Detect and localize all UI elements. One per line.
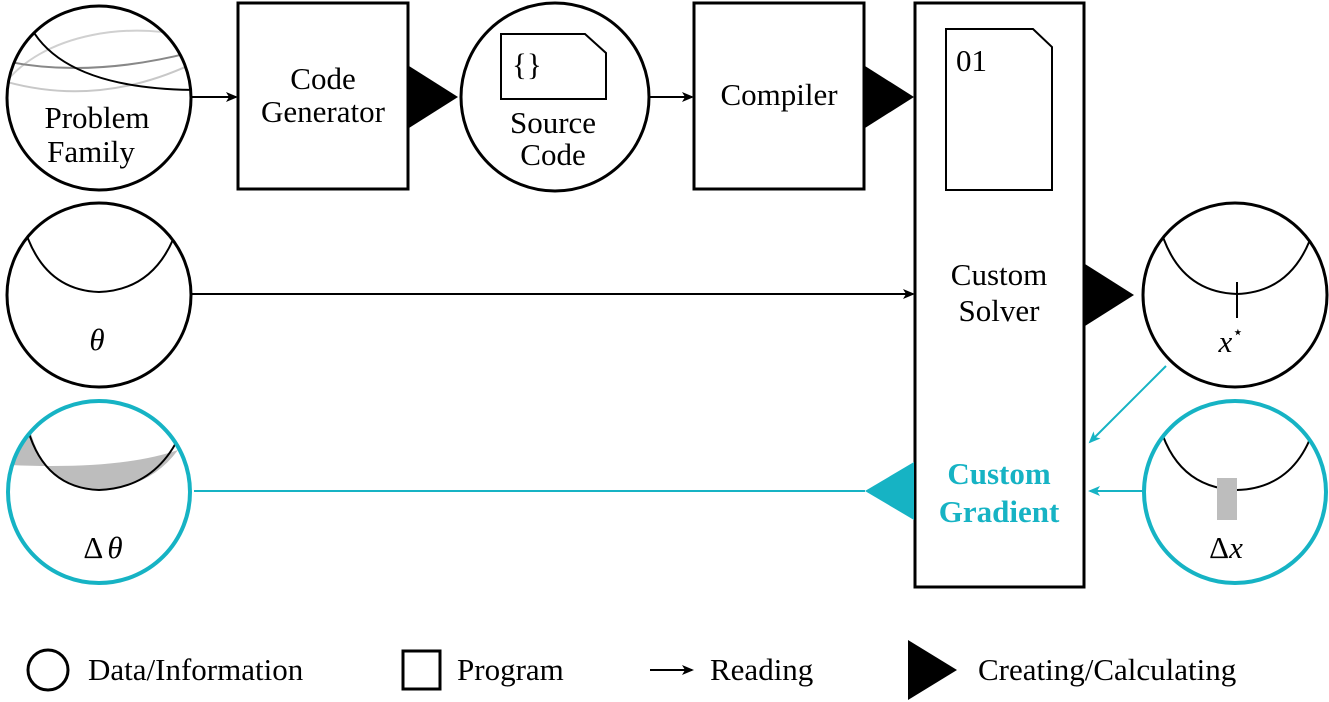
custom-gradient-label-line2: Gradient	[939, 494, 1060, 529]
binary-file-icon	[945, 28, 1053, 191]
source-code-label-line1: Source	[510, 105, 596, 140]
source-file-icon	[500, 33, 607, 100]
custom-solver-label-line1: Custom	[951, 257, 1047, 292]
code-generator-node: Code Generator	[236, 1, 410, 191]
code-generator-label-line2: Generator	[261, 94, 386, 129]
problem-family-label-line2: Family	[47, 134, 135, 169]
legend-data-label: Data/Information	[88, 652, 304, 687]
legend-program-label: Program	[457, 652, 564, 687]
legend-creating-icon	[908, 640, 957, 700]
source-code-label-line2: Code	[520, 137, 585, 172]
legend: Data/Information Program Reading Creatin…	[26, 640, 1236, 700]
creating-triangle-generator-to-source	[409, 66, 458, 128]
code-generator-label-line1: Code	[290, 61, 355, 96]
theta-node: θ	[5, 201, 193, 389]
creating-triangle-compiler-to-solver	[865, 66, 914, 128]
legend-reading-label: Reading	[710, 652, 813, 687]
x-star-node: x⋆	[1141, 201, 1329, 389]
problem-family-label-line1: Problem	[44, 100, 149, 135]
legend-creating-label: Creating/Calculating	[978, 652, 1236, 687]
custom-solver-node: 01 Custom Solver Custom Gradient	[913, 1, 1086, 589]
legend-data-icon	[26, 648, 70, 692]
delta-x-label: Δx	[1209, 530, 1243, 565]
source-code-node: {} Source Code	[459, 1, 651, 193]
legend-program-icon	[401, 649, 442, 691]
creating-triangle-gradient-to-deltatheta	[865, 462, 914, 520]
theta-label: θ	[89, 322, 104, 357]
compiler-node: Compiler	[692, 1, 866, 191]
binary-file-label: 01	[956, 43, 987, 78]
delta-x-node: Δx	[1142, 399, 1328, 585]
compiler-label: Compiler	[720, 77, 838, 112]
source-code-glyph: {}	[512, 47, 542, 82]
custom-solver-label-line2: Solver	[959, 293, 1041, 328]
creating-triangle-solver-to-xstar	[1085, 264, 1134, 326]
custom-gradient-label-line1: Custom	[947, 456, 1051, 491]
reading-arrow-xstar-to-gradient	[1088, 365, 1167, 444]
delta-x-perturbation-bar	[1217, 478, 1237, 520]
x-star-label: x⋆	[1217, 322, 1243, 359]
problem-family-node: Problem Family	[5, 4, 193, 192]
